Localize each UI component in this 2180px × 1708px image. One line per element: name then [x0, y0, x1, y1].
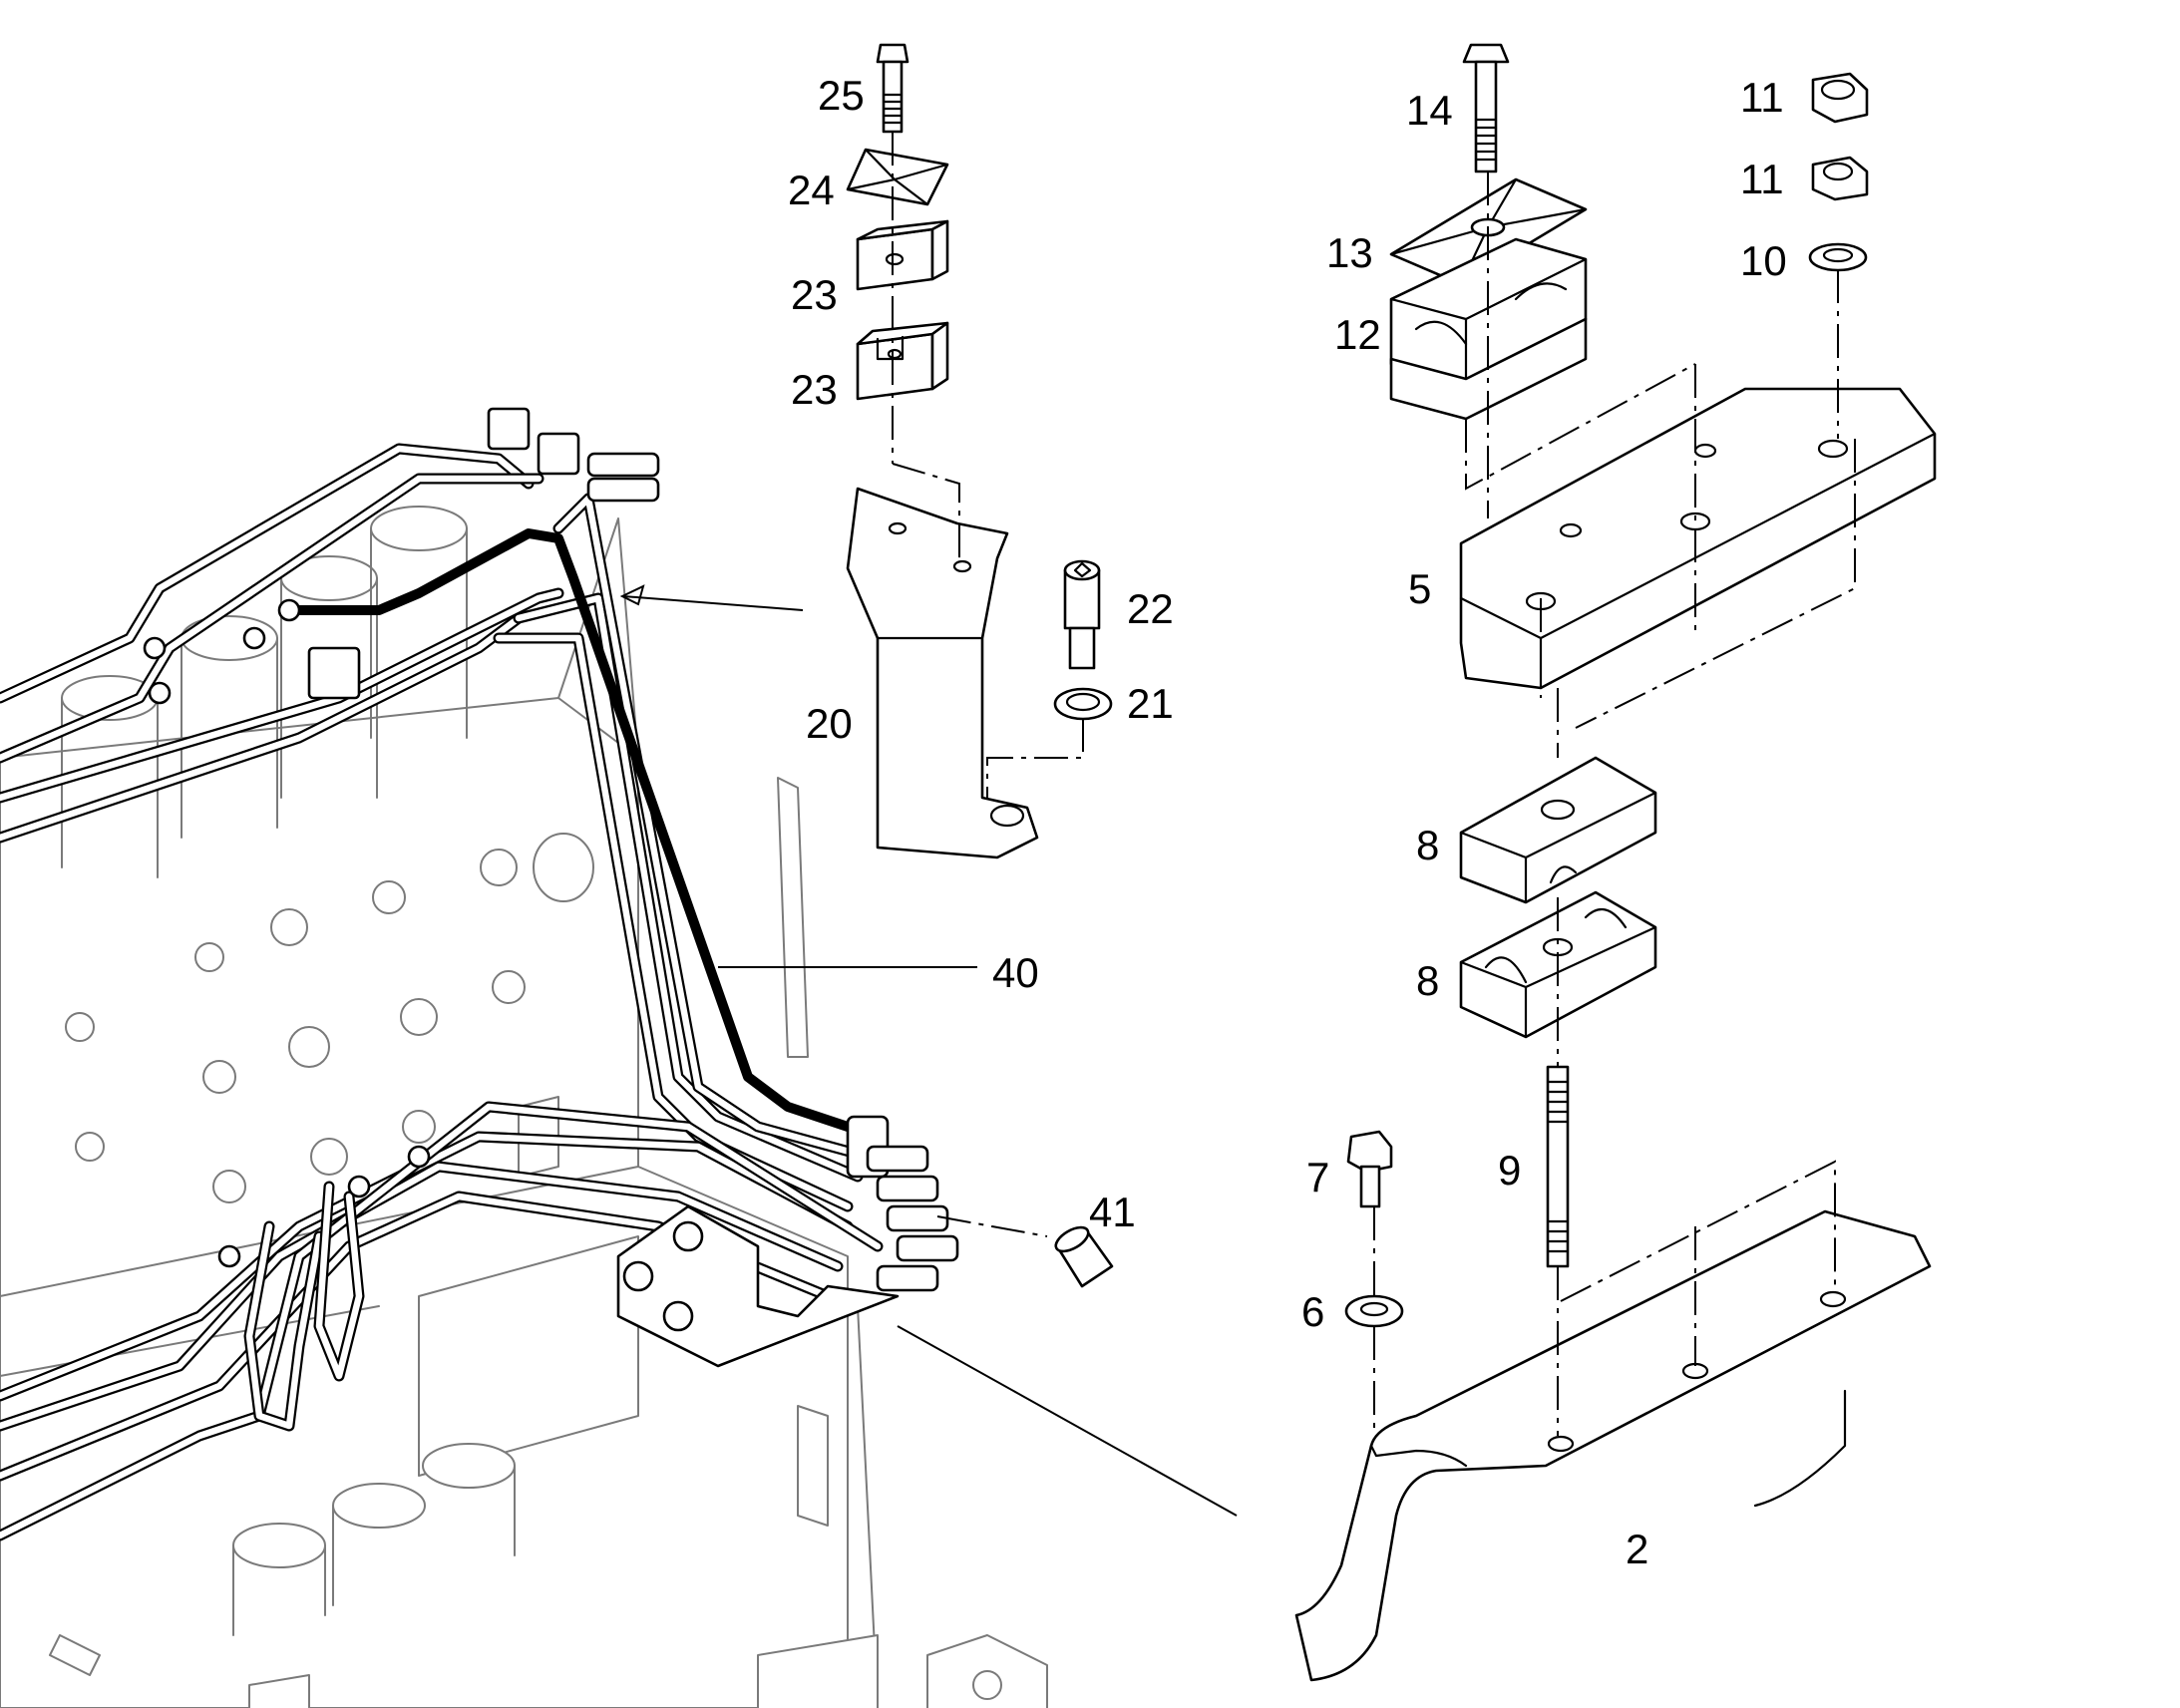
callout-41: 41 — [1089, 1189, 1136, 1235]
nut-11-upper — [1811, 72, 1869, 124]
bracket-2 — [1294, 1209, 1932, 1682]
callout-2: 2 — [1626, 1526, 1648, 1572]
bolt-25 — [876, 43, 909, 134]
callout-7: 7 — [1306, 1154, 1329, 1200]
callout-13: 13 — [1326, 229, 1373, 276]
clamp-half-23-upper — [856, 219, 949, 291]
stud-9 — [1546, 1065, 1570, 1268]
callout-22: 22 — [1127, 585, 1174, 632]
bolt-14 — [1462, 43, 1510, 173]
plug-41 — [1054, 1225, 1114, 1288]
callout-9: 9 — [1498, 1147, 1521, 1194]
callout-40: 40 — [992, 949, 1039, 996]
callout-24: 24 — [788, 167, 835, 213]
washer-21 — [1053, 687, 1113, 721]
callout-10: 10 — [1740, 237, 1787, 284]
socket-cap-screw-22 — [1063, 559, 1101, 670]
callout-20: 20 — [806, 700, 853, 747]
callout-21: 21 — [1127, 680, 1174, 727]
bracket-20 — [846, 487, 1039, 859]
callout-12: 12 — [1334, 311, 1381, 358]
washer-plate-24 — [846, 148, 949, 206]
nut-11-lower — [1811, 156, 1869, 201]
pipe-harness-upper — [0, 443, 874, 1212]
callout-8-upper: 8 — [1416, 822, 1439, 868]
callout-11-upper: 11 — [1740, 74, 1784, 121]
plate-5 — [1459, 387, 1937, 690]
washer-10 — [1808, 242, 1868, 272]
callout-14: 14 — [1406, 87, 1453, 134]
center-lines — [892, 132, 1856, 1436]
callout-6: 6 — [1301, 1288, 1324, 1335]
pipe-fittings — [143, 407, 959, 1292]
mounting-plate — [616, 1204, 900, 1368]
callout-5: 5 — [1408, 565, 1431, 612]
bolt-7 — [1346, 1130, 1393, 1208]
callout-8-lower: 8 — [1416, 957, 1439, 1004]
clamp-block-8-upper — [1459, 756, 1657, 904]
callout-23-upper: 23 — [791, 271, 838, 318]
hydraulic-pipe-40 — [294, 528, 883, 1142]
callout-11-lower: 11 — [1740, 156, 1784, 202]
callout-23-lower: 23 — [791, 366, 838, 413]
callout-labels: 25 24 23 23 22 21 20 40 41 14 13 12 11 1… — [788, 72, 1787, 1572]
washer-6 — [1344, 1294, 1404, 1328]
clamp-half-23-lower — [856, 321, 949, 401]
leader-lines — [619, 584, 1238, 1517]
callout-25: 25 — [818, 72, 865, 119]
